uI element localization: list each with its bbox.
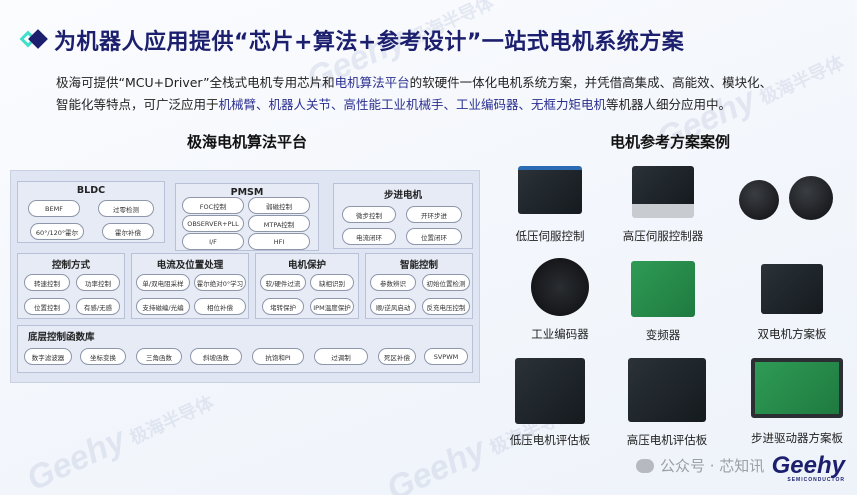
pill: 参数辨识 (370, 274, 416, 291)
pill: 位置控制 (24, 298, 70, 315)
pill: 霍尔补偿 (102, 223, 154, 240)
pill: 过调制 (314, 348, 368, 365)
wechat-icon (636, 458, 654, 473)
pill: OBSERVER+PLL (182, 215, 244, 232)
intro-paragraph: 极海可提供“MCU+Driver”全栈式电机专用芯片和电机算法平台的软硬件一体化… (56, 75, 773, 112)
pill: 坐标变换 (80, 348, 126, 365)
pill: 初始位置检测 (422, 274, 470, 291)
case-stepper-driver-board: 步进驱动器方案板 (737, 358, 857, 446)
group-stepper: 步进电机 微步控制 开环步进 电流闭环 位置闭环 (333, 183, 473, 249)
watermark: Geehy极海半导体 (21, 392, 217, 495)
pill: 数字滤波器 (24, 348, 72, 365)
group-pmsm: PMSM FOC控制 弱磁控制 OBSERVER+PLL MTPA控制 I/F … (175, 183, 319, 251)
pill: 相位补偿 (194, 298, 246, 315)
case-inverter: 变频器 (608, 261, 718, 343)
case-motor-module (735, 172, 845, 228)
motor-image (735, 172, 845, 222)
cases-title: 电机参考方案案例 (610, 133, 731, 151)
pill: 三角函数 (136, 348, 182, 365)
case-dual-motor-board: 双电机方案板 (737, 264, 847, 342)
brand-logo: Geehy SEMICONDUCTOR (771, 452, 845, 483)
pill: 堵转保护 (262, 298, 304, 315)
pcb-image (518, 166, 582, 214)
pill: 反充电压控制 (422, 298, 470, 315)
pill: BEMF (28, 200, 80, 217)
platform-title: 极海电机算法平台 (187, 133, 308, 151)
pcb-image (631, 261, 695, 317)
wechat-source: 公众号 · 芯知讯 (636, 455, 764, 476)
pcb-image (628, 358, 706, 422)
page-title: 为机器人应用提供“芯片+算法+参考设计”一站式电机系统方案 (54, 30, 685, 55)
pill: 开环步进 (406, 206, 462, 223)
group-current-position: 电流及位置处理 单/双电阻采样 霍尔绝对0°学习 支持磁编/光编 相位补偿 (131, 253, 249, 319)
group-motor-protection: 电机保护 软/硬件过流 缺相识别 堵转保护 IPM温度保护 (255, 253, 359, 319)
pcb-image (751, 358, 843, 418)
case-industrial-encoder: 工业编码器 (505, 258, 615, 342)
pill: 位置闭环 (406, 228, 462, 245)
case-hv-eval-board: 高压电机评估板 (612, 358, 722, 448)
case-lv-eval-board: 低压电机评估板 (495, 358, 605, 448)
pcb-image (632, 166, 694, 218)
pill: I/F (182, 233, 244, 250)
pcb-image (515, 358, 585, 424)
pill: 电流闭环 (342, 228, 396, 245)
pcb-image (531, 258, 589, 316)
pill: 单/双电阻采样 (136, 274, 190, 291)
pill: 顺/逆风启动 (370, 298, 416, 315)
double-diamond-icon (19, 29, 48, 51)
pill: 60°/120°霍尔 (30, 223, 84, 240)
pill: IPM温度保护 (310, 298, 354, 315)
group-bldc: BLDC BEMF 过零检测 60°/120°霍尔 霍尔补偿 (17, 181, 165, 243)
case-high-voltage-servo: 高压伺服控制器 (608, 166, 718, 244)
case-low-voltage-servo: 低压伺服控制 (495, 166, 605, 244)
pill: SVPWM (424, 348, 468, 365)
pill: 死区补偿 (378, 348, 416, 365)
pill: 弱磁控制 (248, 197, 310, 214)
algorithm-platform-diagram: BLDC BEMF 过零检测 60°/120°霍尔 霍尔补偿 PMSM FOC控… (10, 170, 480, 383)
pill: HFI (248, 233, 310, 250)
group-control-mode: 控制方式 转速控制 功率控制 位置控制 有感/无感 (17, 253, 125, 319)
pill: MTPA控制 (248, 215, 310, 232)
pill: 有感/无感 (76, 298, 120, 315)
pill: 微步控制 (342, 206, 396, 223)
pill: 抗饱和PI (252, 348, 304, 365)
pill: 转速控制 (24, 274, 70, 291)
page-header: 为机器人应用提供“芯片+算法+参考设计”一站式电机系统方案 (19, 24, 685, 56)
pill: 软/硬件过流 (260, 274, 306, 291)
group-base-library: 底层控制函数库 数字滤波器 坐标变换 三角函数 斜坡函数 抗饱和PI 过调制 死… (17, 325, 473, 373)
pill: FOC控制 (182, 197, 244, 214)
pill: 支持磁编/光编 (136, 298, 190, 315)
pill: 缺相识别 (310, 274, 354, 291)
pill: 过零检测 (98, 200, 154, 217)
pill: 霍尔绝对0°学习 (194, 274, 246, 291)
pill: 斜坡函数 (190, 348, 242, 365)
pill: 功率控制 (76, 274, 120, 291)
pcb-image (761, 264, 823, 314)
group-smart-control: 智能控制 参数辨识 初始位置检测 顺/逆风启动 反充电压控制 (365, 253, 473, 319)
